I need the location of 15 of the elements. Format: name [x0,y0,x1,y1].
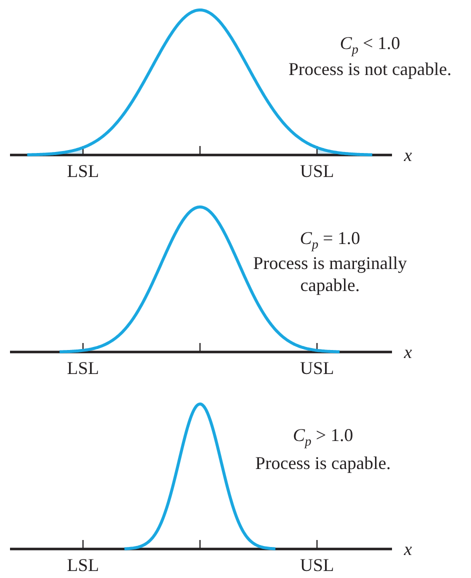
note: Process is not capable. [288,58,452,80]
spec-limit-label: LSL [67,160,99,182]
axis-label: x [404,341,412,363]
note: Process is capable. [255,452,391,474]
spec-limit-label: LSL [67,357,99,379]
spec-limit-label: USL [300,554,334,576]
axis-label: x [404,538,412,560]
capability-index: C$_{p}$ = 1.0 [300,227,360,254]
spec-limit-label: LSL [67,554,99,576]
axis-label: x [404,144,412,166]
spec-limit-label: USL [300,160,334,182]
capability-index: C$_{p}$ > 1.0 [292,424,354,451]
note: Process is marginally capable. [252,252,408,296]
spec-limit-label: USL [300,357,334,379]
capability-index: C$_{p}$ < 1.0 [340,32,400,59]
